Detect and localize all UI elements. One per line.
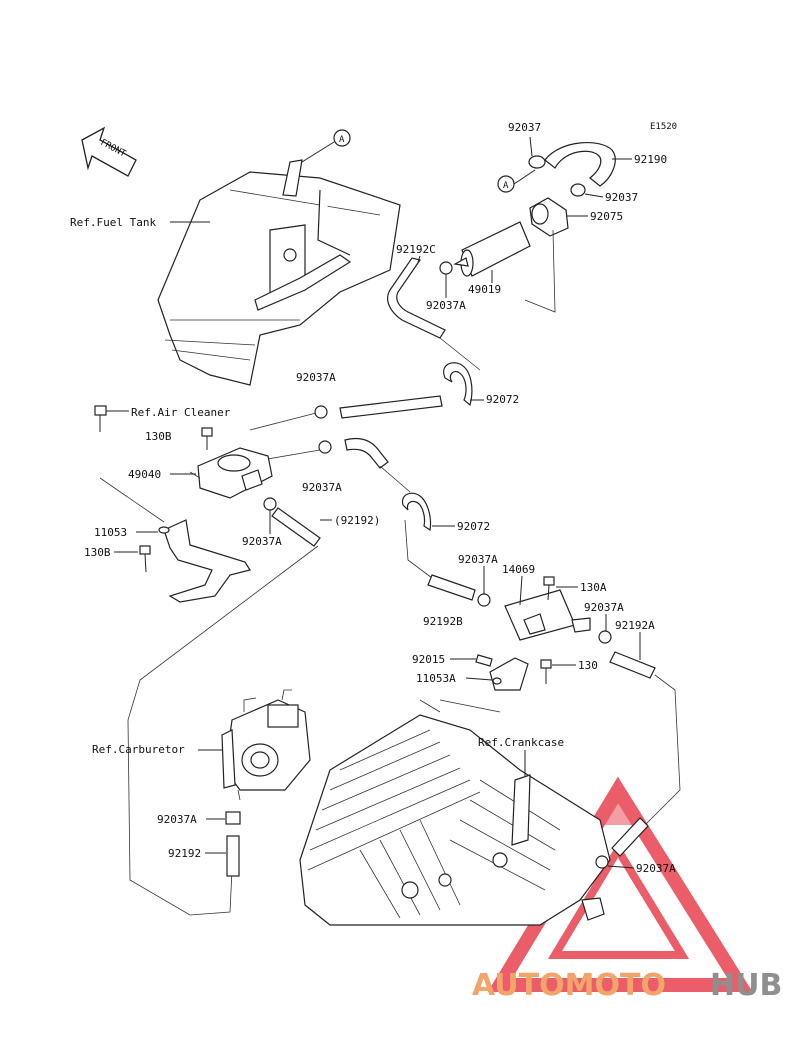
- watermark-text-secondary: HUB: [710, 968, 782, 1003]
- bolt-130A: [543, 576, 555, 601]
- label-14069: 14069: [502, 563, 535, 576]
- clamp-92037A-left-lower: [318, 440, 332, 454]
- clamp-92037-right: [570, 183, 586, 197]
- label-92037A-bottom-right: 92037A: [636, 862, 676, 875]
- label-49019: 49019: [468, 283, 501, 296]
- label-92192: 92192: [168, 847, 201, 860]
- ref-crankcase-label: Ref.Crankcase: [478, 736, 564, 749]
- bolt-air-cleaner: [94, 405, 107, 432]
- label-92072-upper: 92072: [486, 393, 519, 406]
- label-92037A-right-2: 92037A: [584, 601, 624, 614]
- hose-92192A: [609, 651, 681, 831]
- watermark-logo: AUTOMOTO HUB: [472, 968, 782, 1003]
- label-130A: 130A: [580, 581, 607, 594]
- label-92072-lower: 92072: [457, 520, 490, 533]
- label-92037-top: 92037: [508, 121, 541, 134]
- hose-92190: [544, 141, 616, 187]
- label-92015: 92015: [412, 653, 445, 666]
- clamp-92037A-bottom-right: [595, 855, 609, 869]
- connector-a-right: A: [497, 169, 536, 193]
- label-92075: 92075: [590, 210, 623, 223]
- hose-pump-outlet: [249, 437, 411, 493]
- filter-holder-92075: [524, 197, 569, 313]
- diagram-code: E1520: [650, 122, 677, 132]
- svg-text:A: A: [339, 135, 345, 145]
- label-92192B: 92192B: [423, 615, 463, 628]
- carburetor: [221, 689, 311, 801]
- bolt-130: [540, 659, 552, 684]
- bolt-130B-lower: [139, 545, 151, 573]
- hose-92192-paren: [127, 497, 321, 916]
- bracket-11053A: [489, 657, 529, 691]
- label-130B-upper: 130B: [145, 430, 172, 443]
- fuel-cock-14069: [504, 589, 591, 641]
- ref-air-cleaner-label: Ref.Air Cleaner: [131, 406, 231, 419]
- fuel-tank: [157, 159, 401, 386]
- fitting-crankcase: [581, 897, 605, 921]
- crankcase: [299, 699, 611, 926]
- hose-92192C: [387, 257, 481, 371]
- label-92037A-upper: 92037A: [296, 371, 336, 384]
- hose-92192: [226, 835, 240, 877]
- label-130: 130: [578, 659, 598, 672]
- clamp-92037-top: [528, 136, 546, 169]
- clamp-92037A-filter: [439, 261, 453, 275]
- fuel-pump-49040: [189, 447, 273, 499]
- clamp-92072-upper: [443, 362, 473, 407]
- watermark-text-primary: AUTOMOTO: [472, 968, 666, 1003]
- hose-crankcase-return: [611, 817, 649, 857]
- label-92037A-pump: 92037A: [302, 481, 342, 494]
- label-92037-right: 92037: [605, 191, 638, 204]
- label-92037A-right-1: 92037A: [458, 553, 498, 566]
- hose-fuel-line-upper: [249, 395, 443, 431]
- label-49040: 49040: [128, 468, 161, 481]
- label-92190: 92190: [634, 153, 667, 166]
- label-11053A: 11053A: [416, 672, 456, 685]
- clamp-92037A-right-1: [477, 593, 491, 607]
- hose-92192B: [427, 574, 476, 601]
- label-92192A: 92192A: [615, 619, 655, 632]
- label-92037A-filter: 92037A: [426, 299, 466, 312]
- ref-fuel-tank-label: Ref.Fuel Tank: [70, 216, 156, 229]
- label-92192C: 92192C: [396, 243, 436, 256]
- label-11053: 11053: [94, 526, 127, 539]
- clamp-92037A-carburetor: [225, 811, 241, 825]
- clamp-92072-lower: [401, 492, 433, 579]
- label-92037A-carburetor: 92037A: [157, 813, 197, 826]
- clamp-92037A-left-upper: [314, 405, 328, 419]
- connector-a-top: A: [301, 129, 351, 163]
- ref-carburetor-label: Ref.Carburetor: [92, 743, 185, 756]
- clamp-92037A-right-2: [598, 630, 612, 644]
- label-92037A-pump-lower: 92037A: [242, 535, 282, 548]
- svg-text:A: A: [503, 181, 509, 191]
- label-92192-paren: (92192): [334, 514, 380, 527]
- bracket-11053: [99, 477, 251, 603]
- bolt-130B-upper: [201, 427, 213, 450]
- screw-92015: [475, 654, 493, 667]
- front-arrow-icon: FRONT: [81, 126, 137, 177]
- fuel-filter-49019: [453, 221, 531, 277]
- label-130B-lower: 130B: [84, 546, 111, 559]
